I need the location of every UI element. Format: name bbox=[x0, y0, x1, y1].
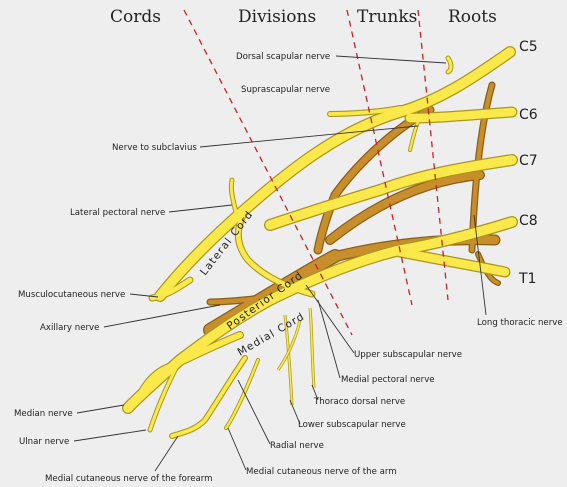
upper-subscapular-label: Upper subscapular nerve bbox=[354, 350, 462, 360]
medial-cutaneous-forearm-label: Medial cutaneous nerve of the forearm bbox=[45, 474, 213, 484]
musculocutaneous-label: Musculocutaneous nerve bbox=[18, 290, 125, 300]
root-c5: C5 bbox=[519, 39, 538, 55]
axillary-label: Axillary nerve bbox=[40, 323, 99, 333]
header-divisions: Divisions bbox=[238, 7, 316, 27]
suprascapular-label: Suprascapular nerve bbox=[241, 85, 330, 95]
subclavius-label: Nerve to subclavius bbox=[112, 143, 197, 153]
header-roots: Roots bbox=[448, 7, 497, 27]
root-t1: T1 bbox=[518, 271, 536, 287]
medial-pectoral-label: Medial pectoral nerve bbox=[341, 375, 435, 385]
long-thoracic-label: Long thoracic nerve bbox=[477, 318, 563, 328]
dorsal-scapular-label: Dorsal scapular nerve bbox=[236, 52, 330, 62]
lower-subscapular-label: Lower subscapular nerve bbox=[298, 420, 406, 430]
median-label: Median nerve bbox=[14, 409, 73, 419]
header-trunks: Trunks bbox=[357, 7, 417, 27]
thoracodorsal-label: Thoraco dorsal nerve bbox=[313, 397, 405, 407]
root-c6: C6 bbox=[519, 107, 538, 123]
medial-cutaneous-arm-label: Medial cutaneous nerve of the arm bbox=[246, 467, 397, 477]
ulnar-label: Ulnar nerve bbox=[19, 437, 69, 447]
radial-label: Radial nerve bbox=[270, 441, 324, 451]
root-c8: C8 bbox=[519, 213, 538, 229]
lateral-pectoral-label: Lateral pectoral nerve bbox=[70, 208, 165, 218]
root-c7: C7 bbox=[519, 153, 538, 169]
header-cords: Cords bbox=[110, 7, 161, 27]
